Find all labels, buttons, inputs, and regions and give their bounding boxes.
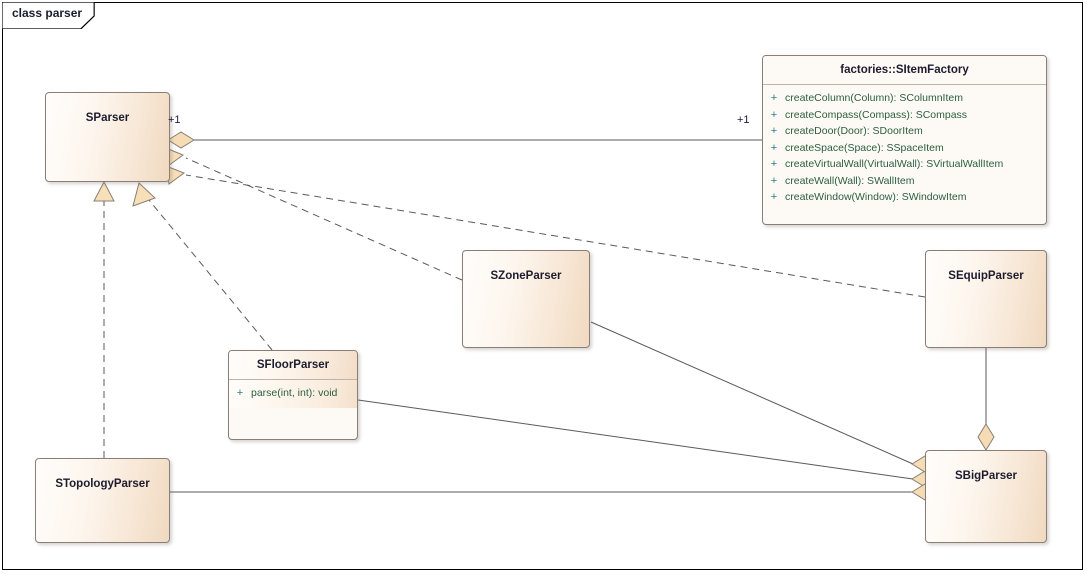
multiplicity-sparser-end: +1: [168, 114, 181, 126]
member-list-sitemfactory: + createColumn(Column): SColumnItem + cr…: [763, 85, 1046, 212]
visibility-marker: +: [770, 191, 778, 204]
class-box-szoneparser[interactable]: SZoneParser: [462, 250, 590, 348]
class-box-sfloorparser[interactable]: SFloorParser + parse(int, int): void: [228, 350, 358, 440]
visibility-marker: +: [236, 387, 244, 400]
member-signature: createColumn(Column): SColumnItem: [785, 92, 963, 105]
class-title-sparser: SParser: [85, 112, 130, 124]
class-title-stopologyparser: STopologyParser: [55, 478, 150, 490]
member-row: + createCompass(Compass): SCompass: [763, 107, 1046, 124]
class-box-sitemfactory[interactable]: factories::SItemFactory + createColumn(C…: [762, 55, 1047, 225]
frame-tab-shape: [2, 2, 95, 29]
member-row: + createVirtualWall(VirtualWall): SVirtu…: [763, 156, 1046, 173]
class-title-sbigparser: SBigParser: [954, 470, 1017, 482]
member-row: + createDoor(Door): SDoorItem: [763, 123, 1046, 140]
member-signature: createDoor(Door): SDoorItem: [785, 125, 923, 138]
visibility-marker: +: [770, 92, 778, 105]
member-row: + createWindow(Window): SWindowItem: [763, 189, 1046, 206]
class-box-stopologyparser[interactable]: STopologyParser: [35, 458, 170, 543]
visibility-marker: +: [770, 174, 778, 187]
visibility-marker: +: [770, 141, 778, 154]
class-title-szoneparser: SZoneParser: [490, 270, 562, 282]
member-signature: parse(int, int): void: [251, 387, 338, 400]
class-box-sbigparser[interactable]: SBigParser: [925, 450, 1047, 543]
member-signature: createVirtualWall(VirtualWall): SVirtual…: [785, 158, 1004, 171]
multiplicity-sitemfactory-end: +1: [737, 114, 750, 126]
class-title-sequipparser: SEquipParser: [948, 270, 1024, 282]
visibility-marker: +: [770, 108, 778, 121]
visibility-marker: +: [770, 158, 778, 171]
frame-label: class parser: [12, 6, 83, 20]
member-signature: createCompass(Compass): SCompass: [785, 108, 968, 121]
member-signature: createWindow(Window): SWindowItem: [785, 191, 967, 204]
member-list-sfloorparser: + parse(int, int): void: [229, 380, 357, 408]
member-row: + parse(int, int): void: [229, 385, 357, 402]
class-title-sfloorparser: SFloorParser: [229, 351, 357, 381]
class-box-sequipparser[interactable]: SEquipParser: [925, 250, 1047, 348]
member-row: + createColumn(Column): SColumnItem: [763, 90, 1046, 107]
class-box-sparser[interactable]: SParser: [45, 92, 170, 182]
member-signature: createWall(Wall): SWallItem: [785, 174, 915, 187]
visibility-marker: +: [770, 125, 778, 138]
member-row: + createSpace(Space): SSpaceItem: [763, 140, 1046, 157]
member-row: + createWall(Wall): SWallItem: [763, 173, 1046, 190]
member-signature: createSpace(Space): SSpaceItem: [785, 141, 944, 154]
class-title-sitemfactory: factories::SItemFactory: [763, 56, 1046, 86]
